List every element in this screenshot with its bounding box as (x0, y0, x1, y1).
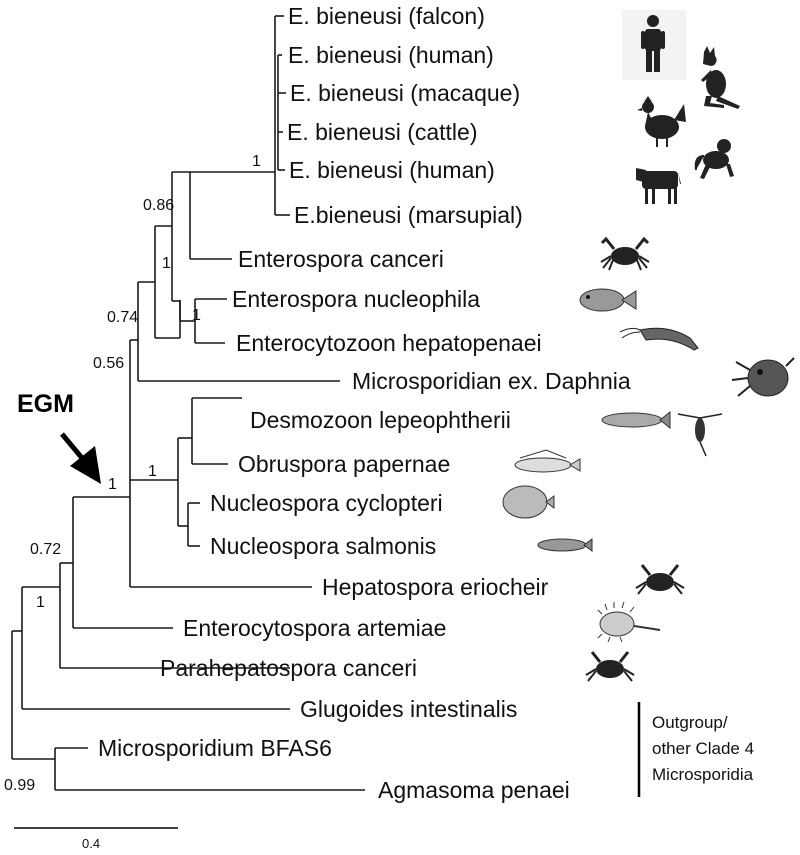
crab-icon (635, 564, 685, 595)
scale-bar-label: 0.4 (82, 836, 100, 851)
goby-icon (514, 449, 581, 473)
support-value: 1 (192, 307, 201, 324)
taxon-label-3: E. bieneusi (macaque) (290, 80, 520, 106)
taxon-label-4: E. bieneusi (cattle) (287, 119, 477, 145)
shrimp-icon (619, 327, 699, 351)
artemia-icon (597, 601, 661, 643)
lumpfish-icon (502, 485, 555, 519)
taxon-label-10: Microsporidian ex. Daphnia (352, 368, 631, 394)
kangaroo-icon (701, 46, 740, 109)
taxon-label-5: E. bieneusi (human) (289, 157, 495, 183)
support-value: 1 (36, 594, 45, 611)
support-value: 1 (108, 476, 117, 493)
support-value: 0.72 (30, 541, 61, 558)
support-value: 0.56 (93, 355, 124, 372)
support-value: 1 (252, 153, 261, 170)
support-value: 1 (148, 463, 157, 480)
taxon-label-9: Enterocytozoon hepatopenaei (236, 330, 542, 356)
taxon-label-2: E. bieneusi (human) (288, 42, 494, 68)
salmon-icon (601, 410, 671, 430)
outgroup-label-line1: Outgroup/ (652, 713, 728, 732)
support-value: 0.99 (4, 777, 35, 794)
support-value: 0.74 (107, 309, 138, 326)
taxon-labels: E. bieneusi (falcon) E. bieneusi (human)… (98, 3, 631, 803)
daphnia-icon (731, 357, 795, 397)
taxon-label-20: Agmasoma penaei (378, 777, 570, 803)
macaque-icon (694, 139, 734, 179)
taxon-label-18: Glugoides intestinalis (300, 696, 517, 722)
taxon-label-19: Microsporidium BFAS6 (98, 735, 332, 761)
taxon-label-6: E.bieneusi (marsupial) (294, 202, 523, 228)
taxon-label-16: Enterocytospora artemiae (183, 615, 446, 641)
egm-label: EGM (17, 390, 74, 418)
chicken-icon (637, 96, 686, 147)
support-value: 1 (162, 255, 171, 272)
trout-icon (537, 538, 593, 552)
human-icon (622, 10, 686, 80)
taxon-label-15: Hepatospora eriocheir (322, 574, 549, 600)
outgroup-label-line2: other Clade 4 (652, 739, 754, 758)
host-icons (502, 10, 795, 682)
taxon-label-8: Enterospora nucleophila (232, 286, 480, 312)
fish-icon (579, 288, 637, 312)
copepod-icon (677, 413, 723, 457)
outgroup-label-line3: Microsporidia (652, 765, 754, 784)
taxon-label-7: Enterospora canceri (238, 246, 444, 272)
taxon-label-12: Obruspora papernae (238, 451, 450, 477)
taxon-label-1: E. bieneusi (falcon) (288, 3, 485, 29)
crab-icon (600, 236, 650, 271)
taxon-label-11: Desmozoon lepeophtherii (250, 407, 511, 433)
support-value: 0.86 (143, 197, 174, 214)
tree-branches (11, 15, 365, 791)
taxon-label-17: Parahepatospora canceri (160, 655, 417, 681)
support-values: 1 0.86 1 1 0.74 0.56 1 1 0.72 1 0.99 (4, 153, 261, 794)
taxon-label-13: Nucleospora cyclopteri (210, 490, 443, 516)
egm-arrow-icon (60, 432, 101, 484)
cow-icon (636, 168, 681, 204)
crab-icon (585, 651, 635, 682)
taxon-label-14: Nucleospora salmonis (210, 533, 436, 559)
